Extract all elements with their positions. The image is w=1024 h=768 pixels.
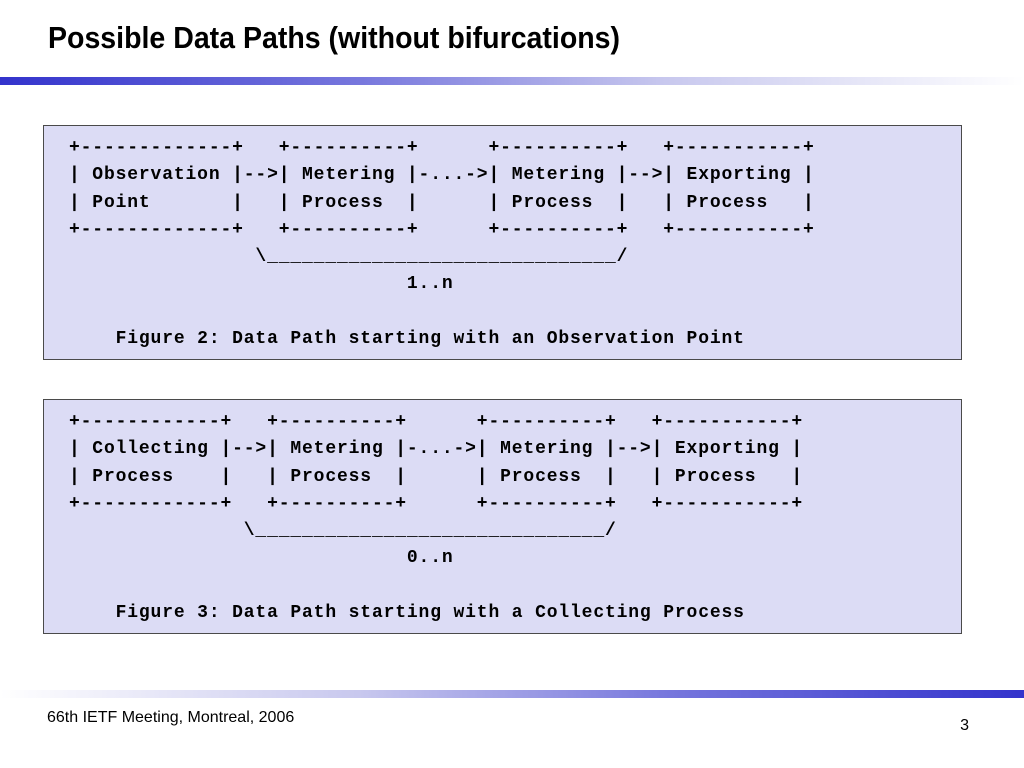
figure-3-line: 0..n — [69, 548, 454, 569]
figure-3-ascii-diagram: +------------+ +----------+ +----------+… — [44, 400, 961, 627]
figure-2-line: \______________________________/ — [69, 247, 629, 268]
figure-3-line: \______________________________/ — [69, 521, 617, 542]
figure-2-line: 1..n — [69, 274, 454, 295]
figure-2-box: +-------------+ +----------+ +----------… — [43, 125, 962, 360]
figure-3-line: | Collecting |-->| Metering |-...->| Met… — [69, 439, 804, 460]
figure-3-line: +------------+ +----------+ +----------+… — [69, 412, 804, 432]
figure-2-line — [69, 299, 961, 326]
page-number: 3 — [960, 717, 969, 734]
figure-2-line: | Observation |-->| Metering |-...->| Me… — [69, 165, 815, 186]
slide-title: Possible Data Paths (without bifurcation… — [48, 20, 621, 55]
footer-divider-bar — [0, 690, 1024, 698]
figure-2-caption: Figure 2: Data Path starting with an Obs… — [69, 329, 745, 350]
figure-2-line: | Point | | Process | | Process | | Proc… — [69, 192, 815, 213]
footer-text: 66th IETF Meeting, Montreal, 2006 — [47, 709, 295, 726]
figure-2-line: +-------------+ +----------+ +----------… — [69, 219, 815, 240]
figure-3-line — [69, 573, 961, 600]
figure-3-box: +------------+ +----------+ +----------+… — [43, 399, 962, 634]
figure-3-line: | Process | | Process | | Process | | Pr… — [69, 466, 804, 487]
figure-3-line: +------------+ +----------+ +----------+… — [69, 493, 804, 514]
figure-2-ascii-diagram: +-------------+ +----------+ +----------… — [44, 126, 961, 353]
figure-2-line: +-------------+ +----------+ +----------… — [69, 138, 815, 158]
title-divider-bar — [0, 77, 1024, 85]
figure-3-caption: Figure 3: Data Path starting with a Coll… — [69, 603, 745, 624]
